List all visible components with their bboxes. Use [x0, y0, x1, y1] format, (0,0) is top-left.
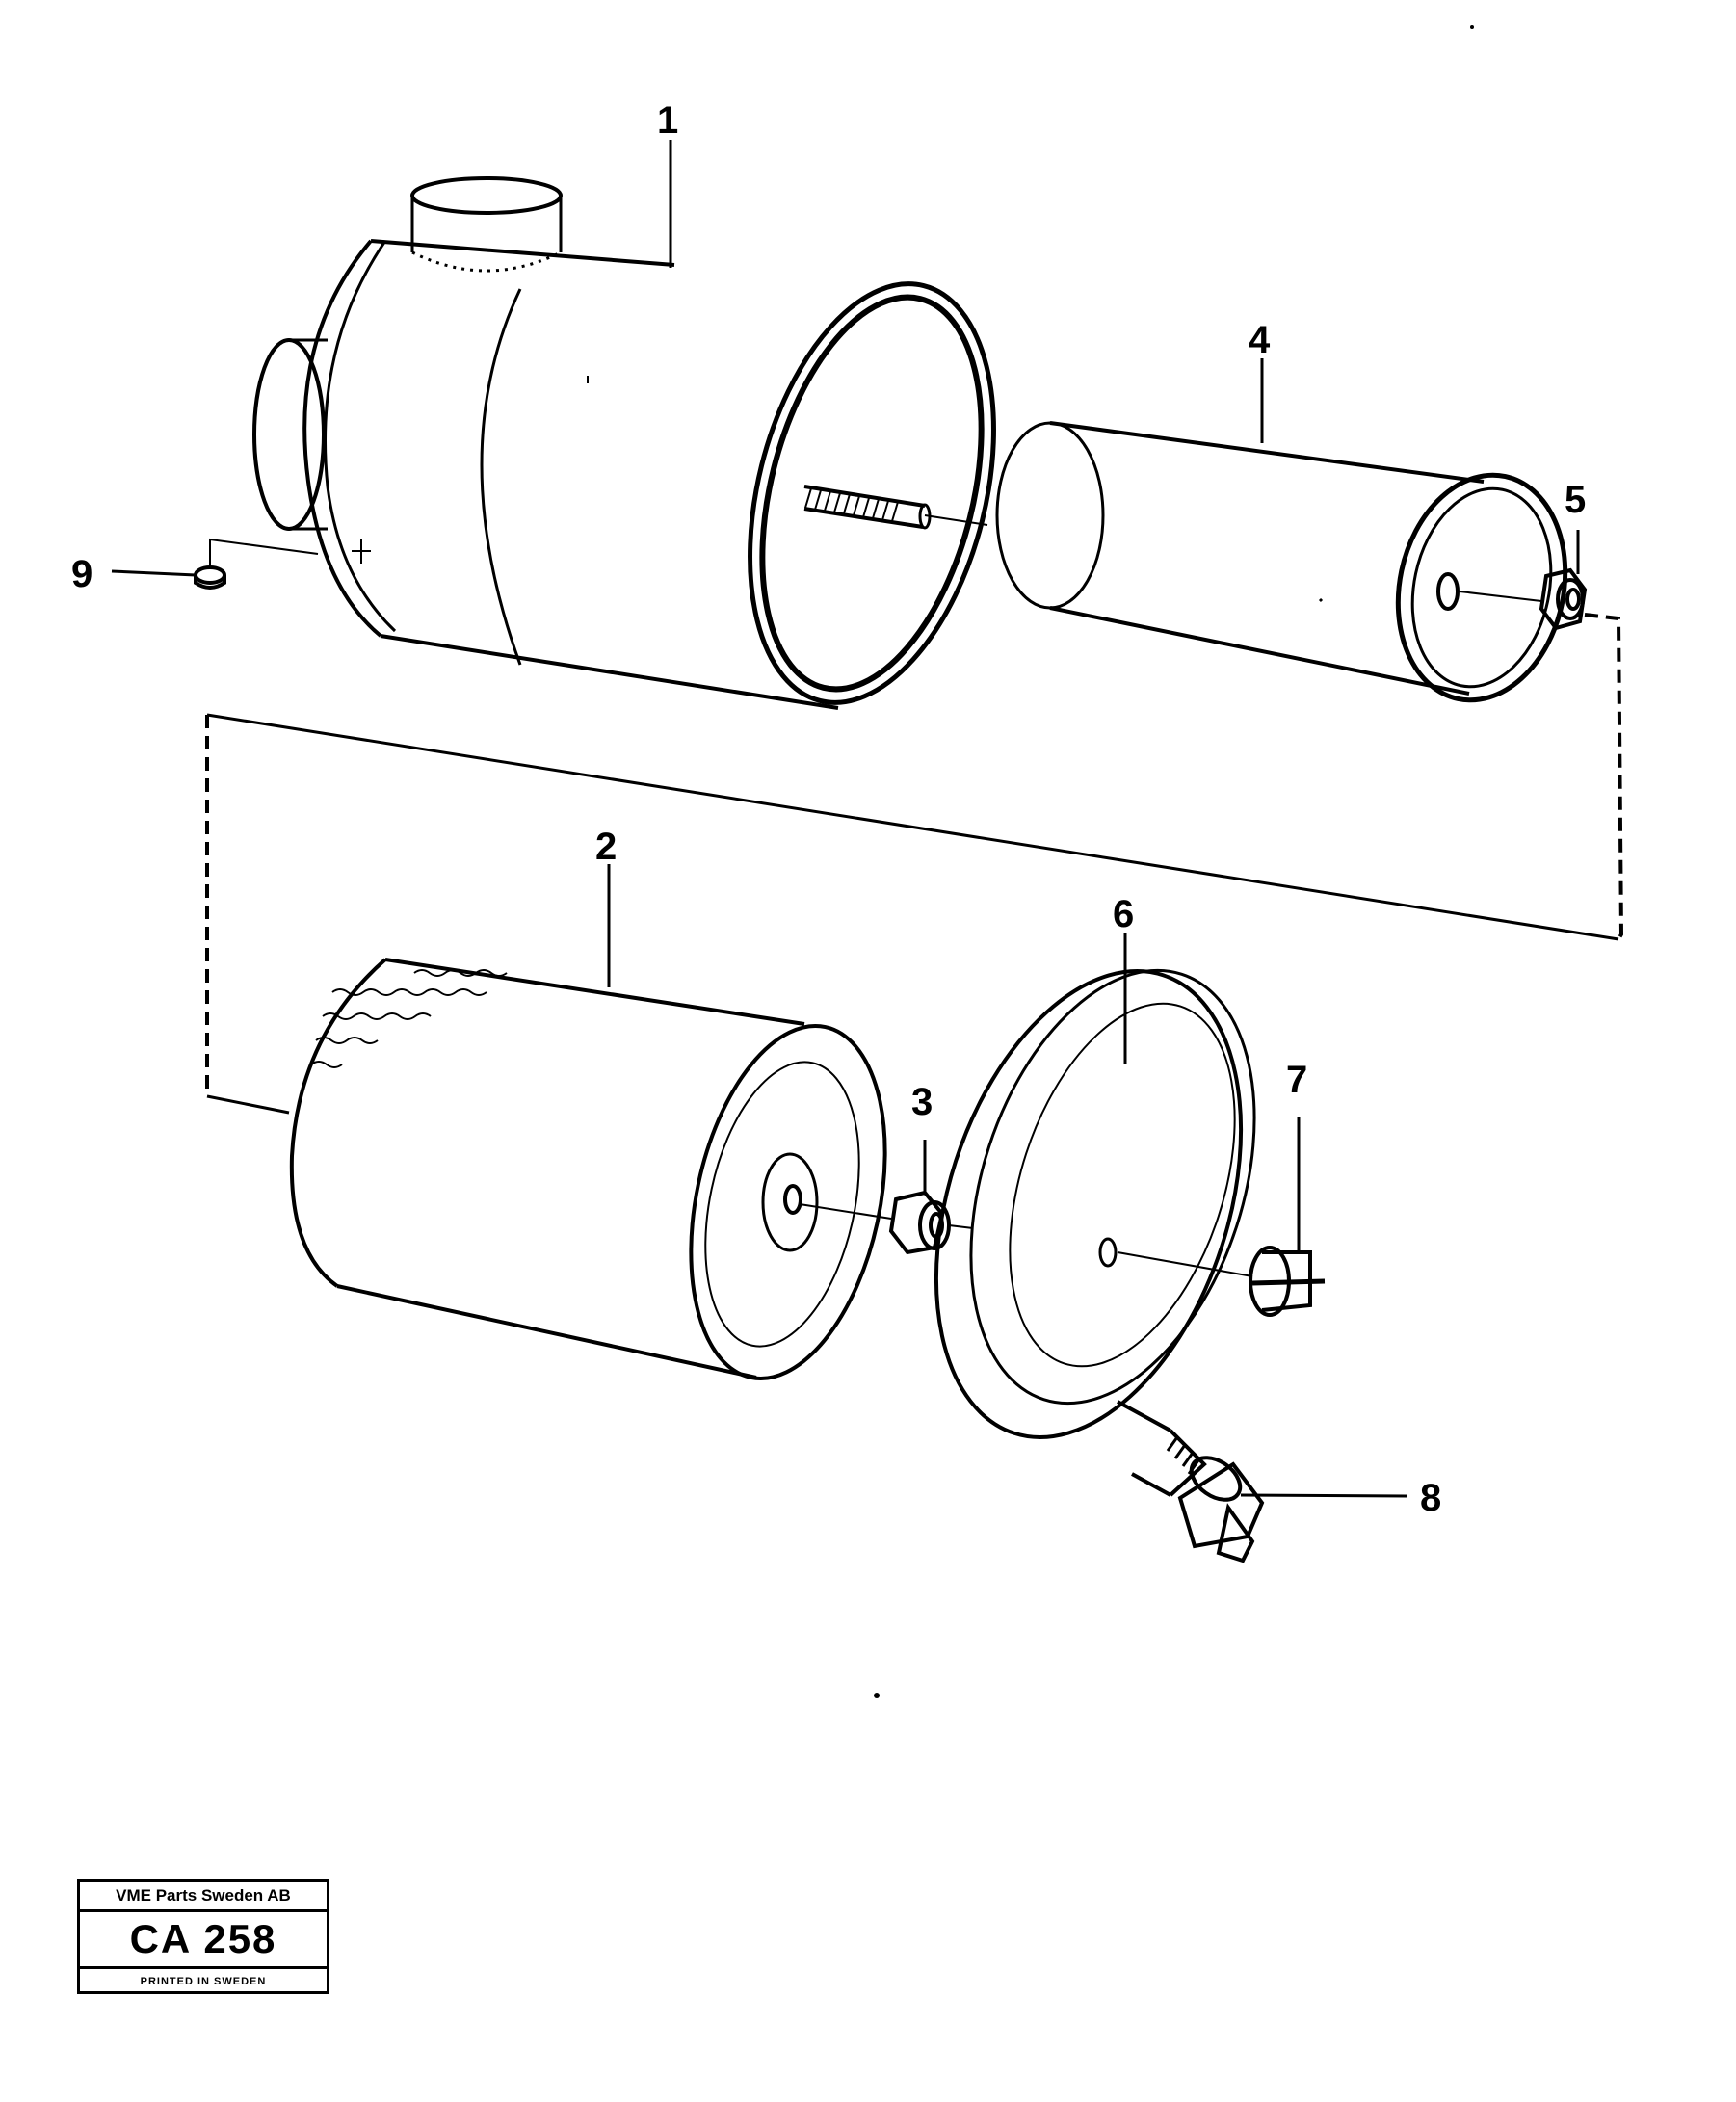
- assembly-lines: [209, 514, 1542, 1277]
- title-block: VME Parts Sweden AB CA 258 PRINTED IN SW…: [77, 1879, 329, 1994]
- callout-6: 6: [1113, 893, 1134, 935]
- part-6-cover: [934, 968, 1256, 1497]
- connection-path: [205, 613, 1624, 1115]
- title-block-company: VME Parts Sweden AB: [80, 1882, 327, 1912]
- callout-1: 1: [657, 99, 678, 142]
- part-7-clip: [1249, 1246, 1326, 1317]
- callout-9: 9: [71, 553, 92, 595]
- part-4-safety-filter: [995, 421, 1568, 703]
- part-1-filter-housing: [252, 176, 996, 710]
- callout-5: 5: [1565, 479, 1586, 521]
- title-block-code: CA 258: [80, 1912, 327, 1969]
- callout-3: 3: [911, 1081, 933, 1123]
- speck: [874, 1693, 880, 1698]
- part-8-drain-valve: [1177, 1456, 1265, 1563]
- callout-4: 4: [1249, 319, 1271, 361]
- title-block-printed: PRINTED IN SWEDEN: [140, 1976, 267, 1987]
- callout-7: 7: [1286, 1059, 1307, 1101]
- part-5-nut: [1539, 567, 1588, 631]
- speck: [1470, 25, 1474, 29]
- leader-lines: [111, 140, 1580, 1498]
- part-2-main-filter: [289, 958, 887, 1381]
- part-9-plug: [194, 565, 226, 590]
- callout-8: 8: [1420, 1477, 1441, 1519]
- callout-2: 2: [595, 826, 617, 868]
